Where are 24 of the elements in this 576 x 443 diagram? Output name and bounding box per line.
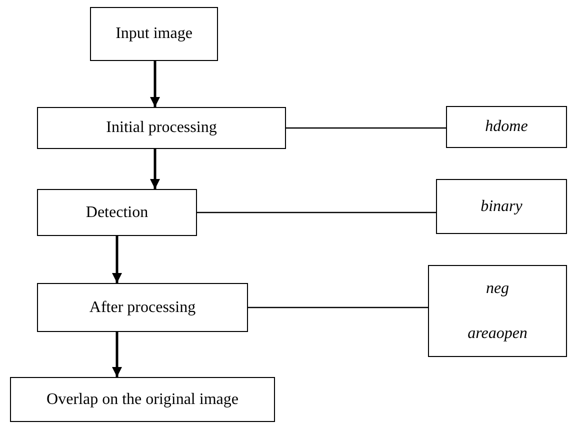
box-label: areaopen — [468, 324, 528, 342]
arrow — [150, 61, 160, 107]
process-box — [436, 179, 567, 234]
arrow — [112, 332, 122, 377]
box-label: binary — [480, 198, 522, 216]
process-box — [37, 189, 197, 236]
box-label: Overlap on the original image — [46, 390, 238, 408]
box-label: neg — [486, 280, 510, 298]
box-label: Input image — [116, 25, 192, 43]
box-label: Initial processing — [106, 119, 217, 137]
arrow — [112, 236, 122, 283]
connector-line — [286, 127, 446, 129]
box-label: hdome — [485, 118, 528, 136]
arrow — [150, 149, 160, 189]
process-box — [10, 377, 275, 422]
process-box — [37, 283, 248, 332]
connector-line — [248, 306, 428, 308]
process-box — [446, 106, 567, 148]
process-box — [428, 265, 567, 357]
process-box — [90, 7, 218, 61]
box-label: Detection — [86, 204, 148, 222]
box-label: After processing — [89, 298, 196, 316]
connector-line — [197, 212, 436, 214]
process-box — [37, 107, 286, 149]
